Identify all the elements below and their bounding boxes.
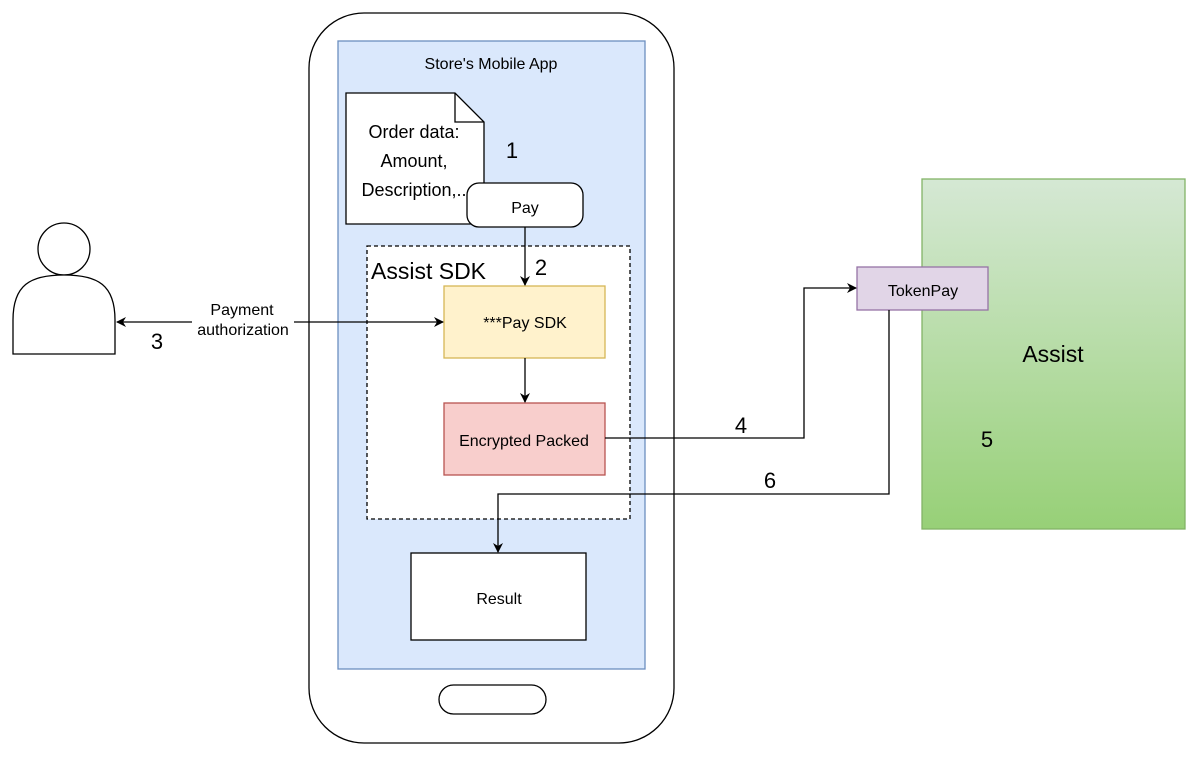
assist-sdk-label: Assist SDK [371, 258, 487, 284]
pay-button-label: Pay [511, 200, 539, 217]
result-box [410, 552, 587, 641]
encrypted-packed-label: Encrypted Packed [459, 433, 589, 450]
order-data-line-1: Order data: [368, 122, 459, 142]
auth-label-bg [192, 298, 294, 340]
tokenpay-box [856, 266, 989, 311]
edge-encrypted-to-tokenpay [605, 283, 857, 439]
user-body [12, 274, 116, 355]
pay-sdk-label: ***Pay SDK [483, 315, 567, 332]
step-4-label: 4 [735, 413, 747, 438]
tokenpay-label: TokenPay [888, 283, 958, 300]
step-6-label: 6 [764, 468, 776, 493]
order-data-document [345, 92, 485, 225]
auth-label-line-2: authorization [197, 322, 289, 339]
screen-title: Store's Mobile App [425, 56, 558, 73]
document-fold [454, 93, 484, 123]
order-data-line-3: Description,.. [361, 180, 466, 200]
step-1-label: 1 [506, 138, 518, 163]
edge-tokenpay-to-result [493, 310, 890, 553]
home-button [438, 684, 547, 715]
step-2-label: 2 [535, 255, 547, 280]
assist-system [921, 178, 1186, 530]
user-head [37, 222, 91, 276]
encrypted-packed-box [443, 402, 606, 476]
step-5-label: 5 [981, 427, 993, 452]
assist-label: Assist [1022, 341, 1084, 367]
order-data-line-2: Amount, [380, 151, 447, 171]
step-3-label: 3 [151, 329, 163, 354]
auth-label-line-1: Payment [210, 302, 274, 319]
result-label: Result [476, 591, 522, 608]
